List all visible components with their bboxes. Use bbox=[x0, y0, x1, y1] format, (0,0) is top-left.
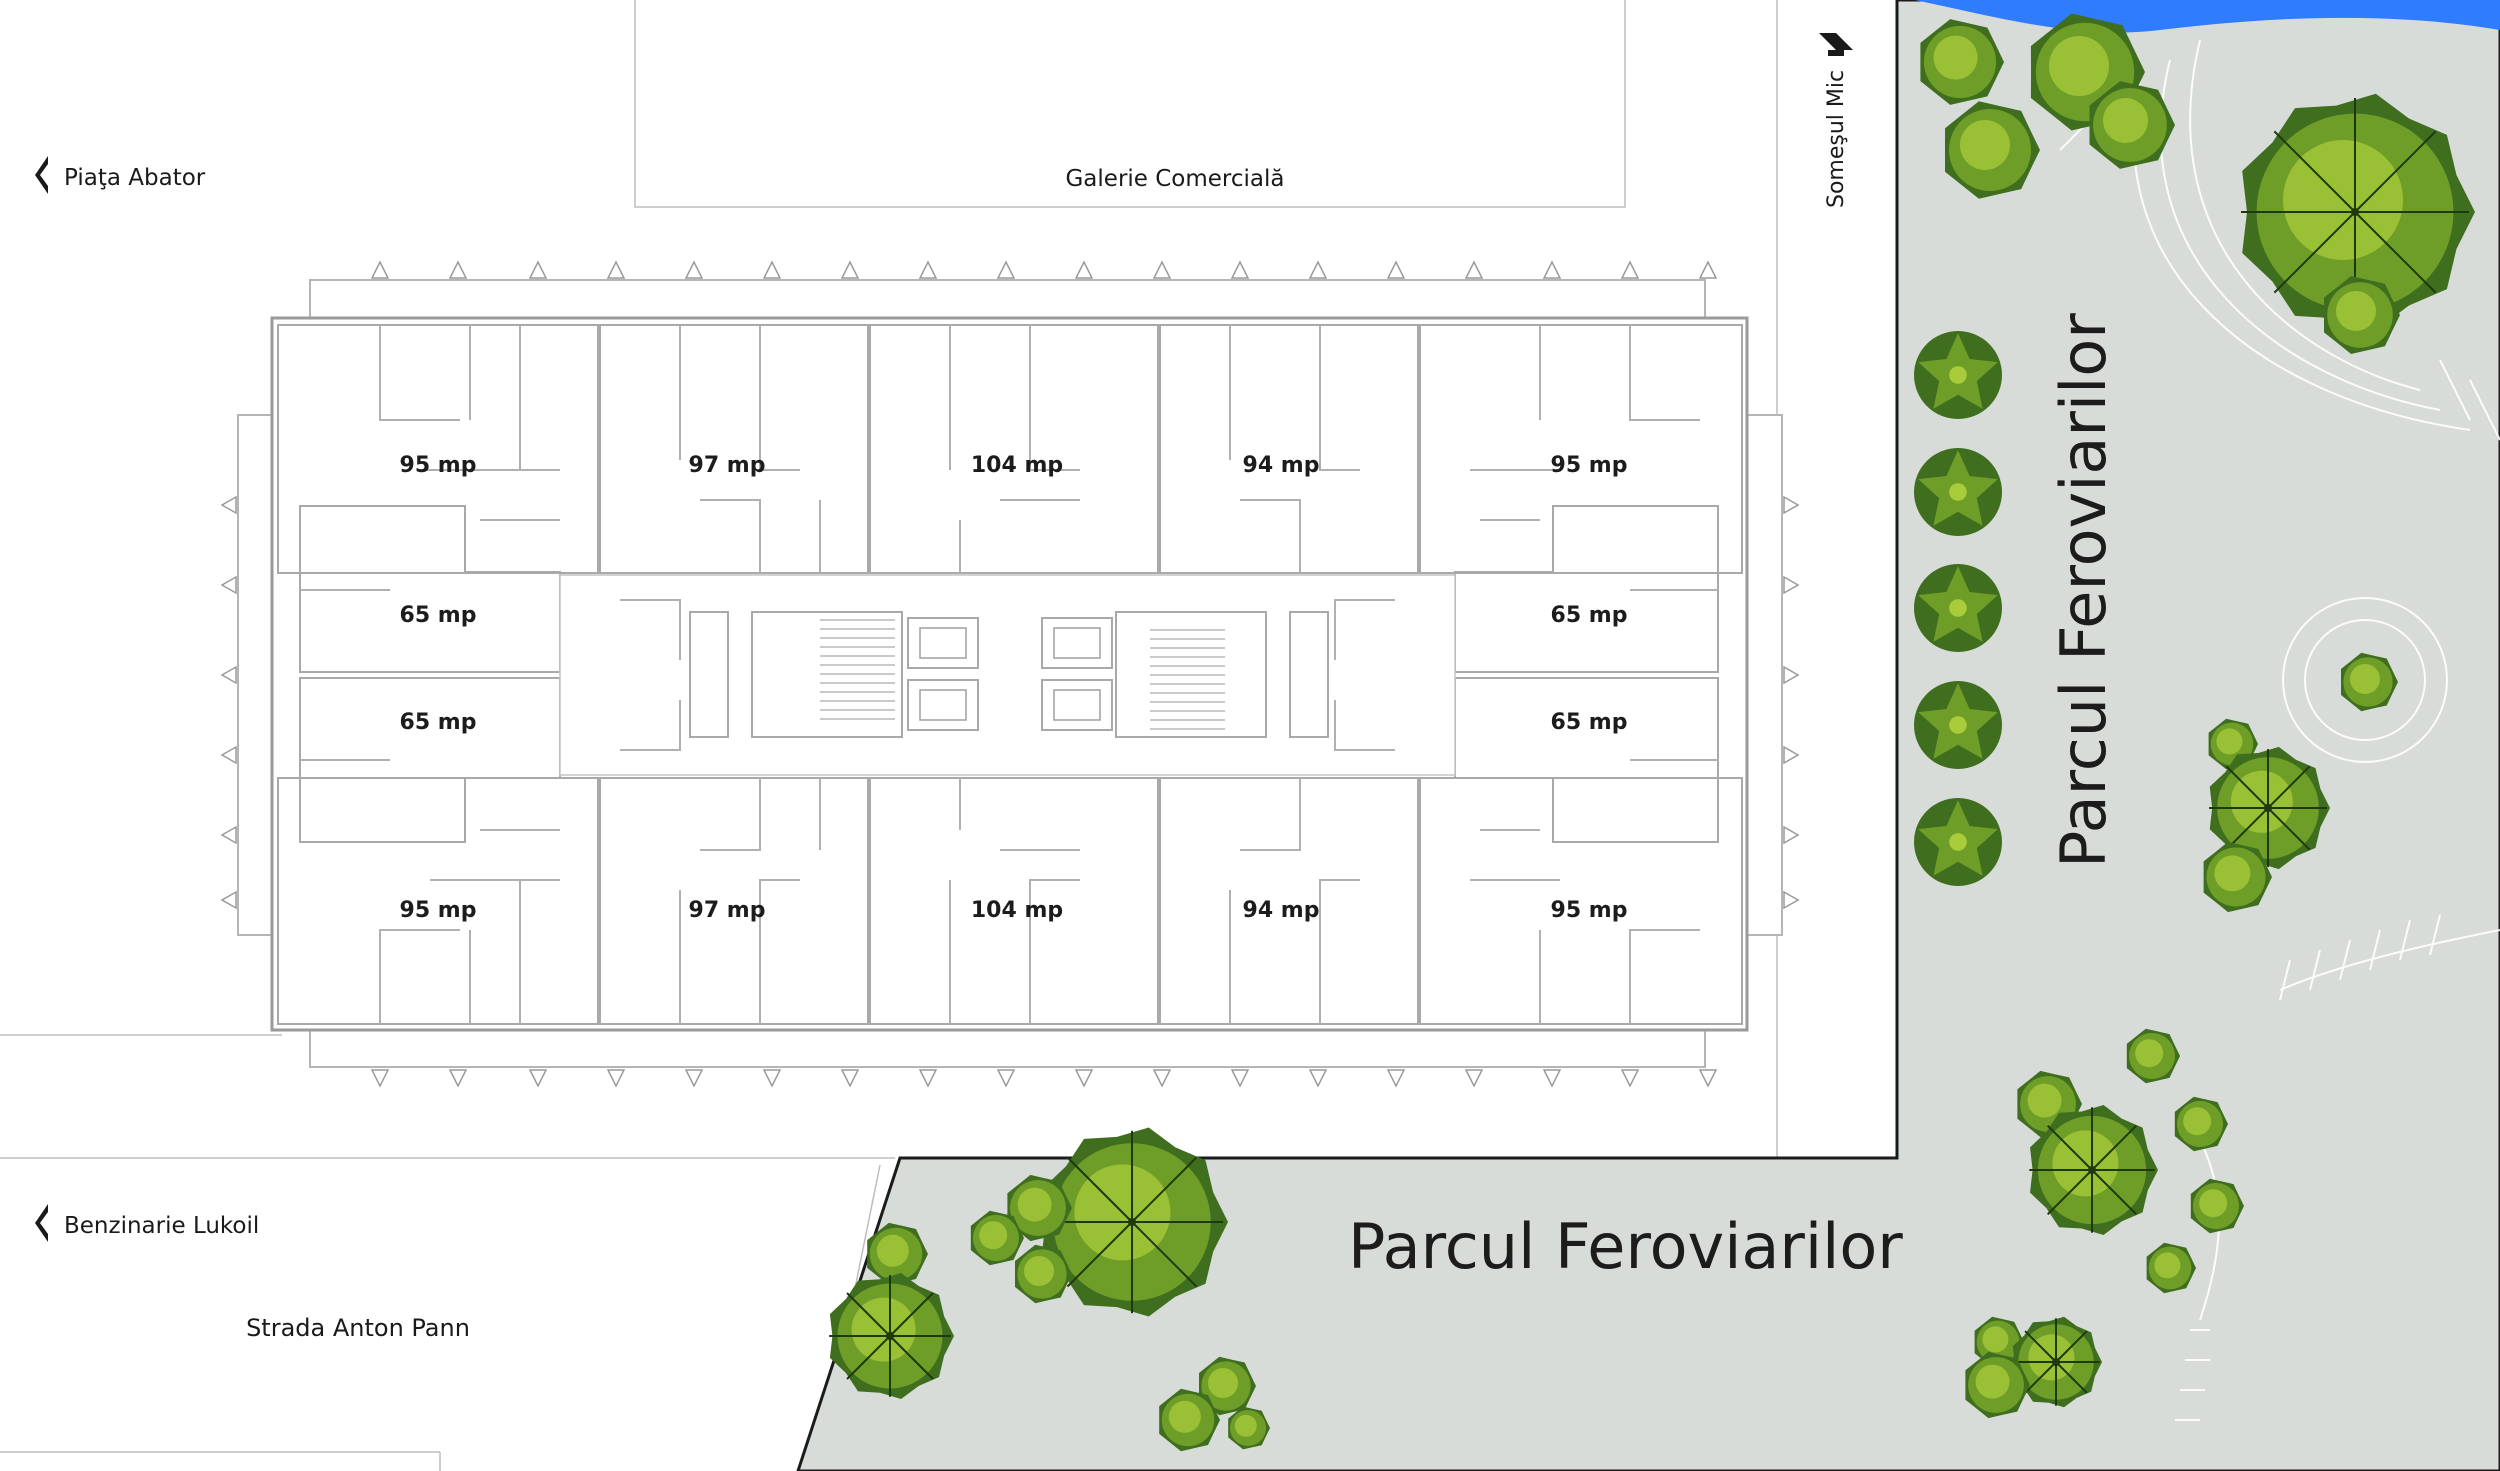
arrow-left-icon bbox=[35, 156, 48, 194]
label-piata-abator: Piaţa Abator bbox=[64, 165, 206, 191]
label-benzinarie-lukoil: Benzinarie Lukoil bbox=[64, 1213, 259, 1239]
tree-icon bbox=[2012, 1316, 2102, 1408]
tree-icon bbox=[2341, 652, 2398, 712]
balcony-bottom bbox=[309, 1024, 1706, 1068]
label-park-vertical: Parcul Feroviarilor bbox=[2047, 313, 2120, 868]
apartment-labels: 95 mp 97 mp 104 mp 94 mp 95 mp 65 mp 65 … bbox=[400, 453, 1628, 923]
elevator-right-bottom bbox=[1041, 679, 1113, 731]
area-label-top-3: 104 mp bbox=[971, 453, 1063, 478]
stair-left bbox=[751, 611, 903, 738]
area-label-bottom-3: 104 mp bbox=[971, 898, 1063, 923]
apartment-mid-left-upper bbox=[299, 505, 561, 673]
apartment-bottom-4 bbox=[1159, 777, 1419, 1025]
tree-icon bbox=[1040, 1127, 1228, 1317]
apartment-top-3 bbox=[869, 324, 1159, 574]
tree-icon bbox=[2029, 1105, 2158, 1235]
apartment-mid-right-upper bbox=[1454, 505, 1719, 673]
apartment-top-1 bbox=[277, 324, 599, 574]
elevator-left-bottom bbox=[907, 679, 979, 731]
area-label-mid-left-upper: 65 mp bbox=[400, 603, 477, 628]
apartment-bottom-3 bbox=[869, 777, 1159, 1025]
building-core bbox=[689, 611, 1329, 738]
tree-icon bbox=[2174, 1096, 2228, 1152]
area-label-mid-right-upper: 65 mp bbox=[1551, 603, 1628, 628]
label-strada-anton-pann: Strada Anton Pann bbox=[246, 1314, 470, 1342]
stair-right bbox=[1115, 611, 1267, 738]
tree-icon bbox=[1015, 1244, 1072, 1304]
site-outlines bbox=[0, 0, 1778, 1471]
galerie-comerciala-outline bbox=[634, 0, 1626, 208]
shaft-right bbox=[1289, 611, 1329, 738]
tree-icon bbox=[2089, 81, 2175, 169]
tree-icon bbox=[1228, 1406, 1270, 1450]
label-park-horizontal: Parcul Feroviarilor bbox=[1348, 1210, 1903, 1283]
shaft-left bbox=[689, 611, 729, 738]
window-markers bbox=[220, 260, 1800, 1088]
tree-icon bbox=[1914, 564, 2002, 652]
label-somesul-mic: Someşul Mic bbox=[1824, 70, 1849, 208]
apartment-row-top bbox=[277, 324, 1743, 574]
area-label-bottom-5: 95 mp bbox=[1551, 898, 1628, 923]
tree-icon bbox=[2209, 746, 2330, 870]
balconies bbox=[237, 279, 1783, 1068]
tree-icon bbox=[1199, 1356, 1256, 1416]
area-label-bottom-2: 97 mp bbox=[689, 898, 766, 923]
tree-icon bbox=[2241, 93, 2475, 331]
area-label-bottom-1: 95 mp bbox=[400, 898, 477, 923]
area-label-top-2: 97 mp bbox=[689, 453, 766, 478]
balcony-top bbox=[309, 279, 1706, 323]
tree-icon bbox=[2126, 1028, 2180, 1084]
arrow-up-icon bbox=[1819, 33, 1853, 56]
tree-icon bbox=[2146, 1242, 2196, 1294]
tree-icon bbox=[1159, 1388, 1220, 1452]
apartment-top-5 bbox=[1419, 324, 1743, 574]
tree-icon bbox=[867, 1222, 928, 1286]
area-label-top-4: 94 mp bbox=[1243, 453, 1320, 478]
label-galerie-comerciala: Galerie Comercială bbox=[1065, 166, 1284, 192]
area-label-top-5: 95 mp bbox=[1551, 453, 1628, 478]
tree-icon bbox=[1914, 448, 2002, 536]
building-floor-plan bbox=[220, 260, 1800, 1088]
apartment-top-2 bbox=[599, 324, 869, 574]
area-label-bottom-4: 94 mp bbox=[1243, 898, 1320, 923]
tree-icon bbox=[2203, 841, 2272, 913]
stair-treads bbox=[820, 619, 1225, 730]
context-labels: Galerie Comercială Piaţa Abator Someşul … bbox=[35, 33, 2120, 1342]
area-label-mid-left-lower: 65 mp bbox=[400, 710, 477, 735]
elevator-right-top bbox=[1041, 617, 1113, 669]
tree-icon bbox=[970, 1210, 1024, 1266]
elevator-left-top bbox=[907, 617, 979, 669]
tree-icon bbox=[1007, 1174, 1072, 1242]
apartment-top-4 bbox=[1159, 324, 1419, 574]
tree-icon bbox=[1914, 798, 2002, 886]
apartment-bottom-2 bbox=[599, 777, 869, 1025]
trees-layer bbox=[829, 13, 2475, 1452]
tree-icon bbox=[1945, 101, 2040, 199]
tree-icon bbox=[2190, 1178, 2244, 1234]
tree-icon bbox=[1914, 331, 2002, 419]
tree-icon bbox=[2324, 276, 2400, 354]
elevator-details bbox=[919, 627, 1101, 721]
area-label-mid-right-lower: 65 mp bbox=[1551, 710, 1628, 735]
apartment-row-bottom bbox=[277, 777, 1743, 1025]
apartment-bottom-5 bbox=[1419, 777, 1743, 1025]
arrow-left-icon bbox=[35, 1204, 48, 1242]
tree-icon bbox=[1920, 19, 2004, 105]
tree-icon bbox=[1914, 681, 2002, 769]
central-corridor bbox=[559, 574, 1456, 776]
interior-walls bbox=[300, 325, 1718, 1024]
tree-icon bbox=[829, 1273, 954, 1399]
area-label-top-1: 95 mp bbox=[400, 453, 477, 478]
apartment-bottom-1 bbox=[277, 777, 599, 1025]
tree-icon bbox=[1965, 1351, 2030, 1419]
